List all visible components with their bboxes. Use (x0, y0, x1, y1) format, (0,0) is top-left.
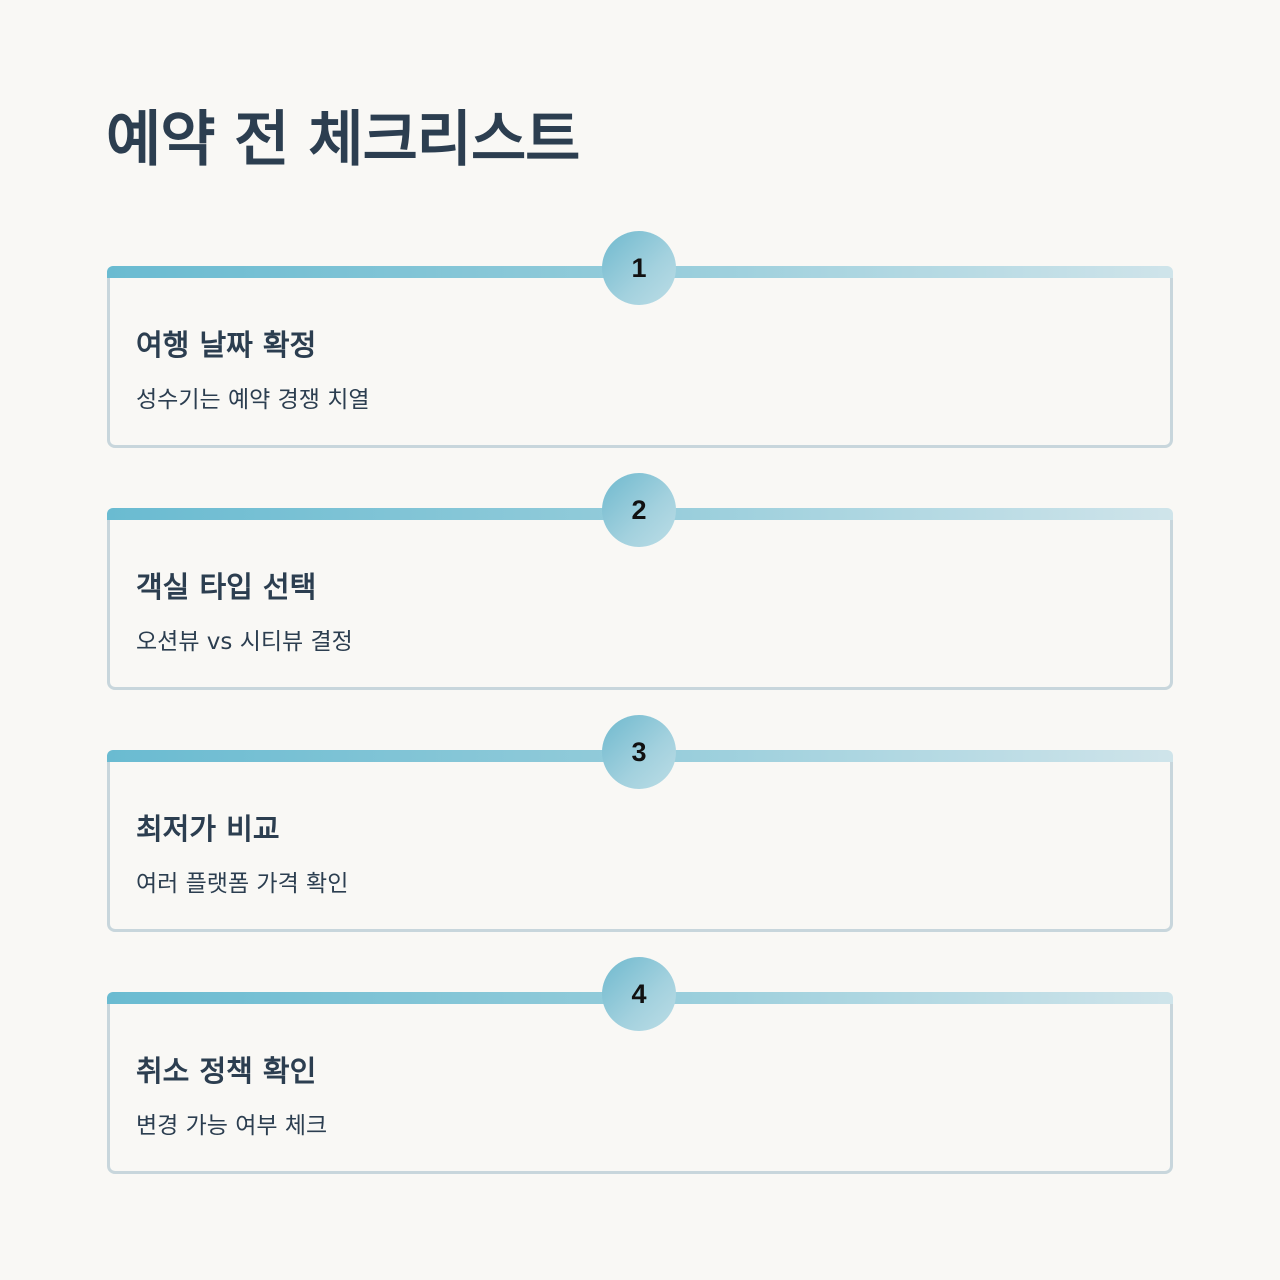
card-title: 취소 정책 확인 (136, 1054, 317, 1088)
step-number-badge: 3 (602, 715, 676, 789)
card-description: 오션뷰 vs 시티뷰 결정 (136, 629, 353, 655)
checklist-card-4: 4 취소 정책 확인 변경 가능 여부 체크 (107, 957, 1173, 1174)
step-number-badge: 2 (602, 473, 676, 547)
checklist-card-3: 3 최저가 비교 여러 플랫폼 가격 확인 (107, 715, 1173, 932)
step-number-badge: 1 (602, 231, 676, 305)
card-title: 여행 날짜 확정 (136, 328, 317, 362)
card-description: 여러 플랫폼 가격 확인 (136, 871, 349, 897)
checklist-card-1: 1 여행 날짜 확정 성수기는 예약 경쟁 치열 (107, 231, 1173, 448)
step-number-badge: 4 (602, 957, 676, 1031)
checklist-card-2: 2 객실 타입 선택 오션뷰 vs 시티뷰 결정 (107, 473, 1173, 690)
card-description: 성수기는 예약 경쟁 치열 (136, 387, 370, 413)
card-description: 변경 가능 여부 체크 (136, 1113, 328, 1139)
card-title: 객실 타입 선택 (136, 570, 317, 604)
page-title: 예약 전 체크리스트 (106, 105, 580, 175)
card-title: 최저가 비교 (136, 812, 280, 846)
